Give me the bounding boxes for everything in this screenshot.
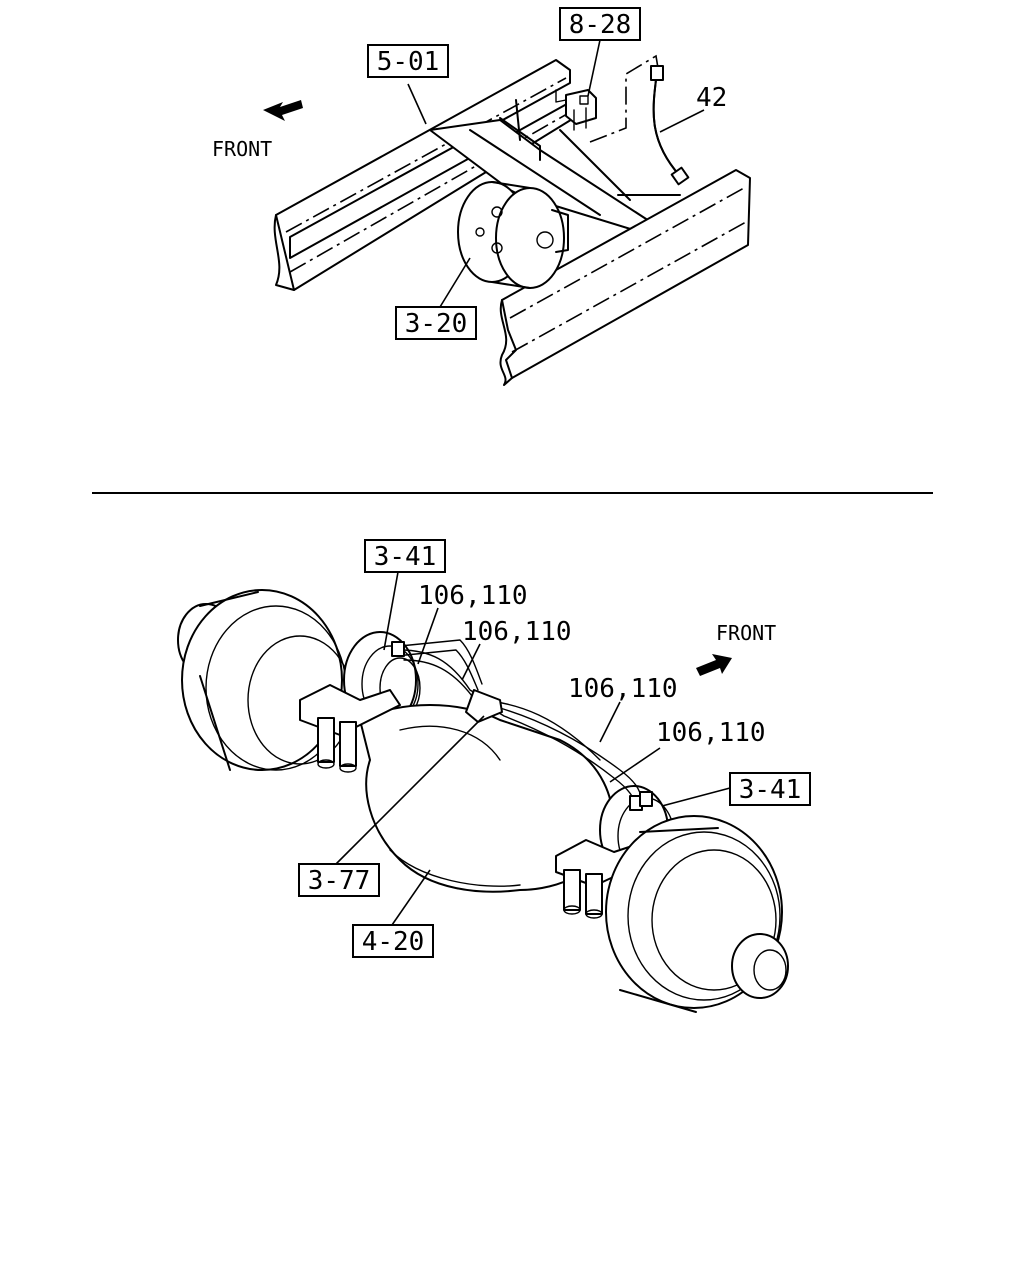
callout-pipe-2-text: 106,110 bbox=[462, 617, 572, 647]
callout-brake-left: 3-41 bbox=[364, 539, 446, 651]
callout-pipe-2: 106,110 bbox=[461, 617, 572, 681]
callout-frame: 5-01 bbox=[367, 44, 449, 125]
brake-pipes bbox=[391, 639, 653, 811]
bottom-view: FRONT bbox=[177, 539, 811, 1013]
relay-valve bbox=[555, 89, 597, 131]
callout-hose: 42 bbox=[659, 83, 727, 133]
callout-brake-right-text: 3-41 bbox=[739, 775, 802, 805]
callout-frame-text: 5-01 bbox=[377, 47, 440, 77]
front-label-top: FRONT bbox=[212, 137, 272, 161]
callout-chamber-text: 3-20 bbox=[405, 309, 468, 339]
callout-axle-housing-text: 4-20 bbox=[362, 927, 425, 957]
front-arrow-bottom-icon bbox=[696, 654, 732, 676]
callout-pipe-4: 106,110 bbox=[609, 718, 766, 783]
callout-bracket-text: 3-77 bbox=[308, 866, 371, 896]
top-view: FRONT bbox=[212, 7, 751, 386]
front-label-bottom: FRONT bbox=[716, 621, 776, 645]
hose-enclosure bbox=[589, 54, 659, 143]
left-spring-seat bbox=[299, 684, 401, 773]
brake-chamber bbox=[457, 181, 569, 289]
callout-brake-right: 3-41 bbox=[661, 772, 811, 807]
flexible-hose bbox=[650, 65, 690, 186]
callout-bracket: 3-77 bbox=[298, 715, 485, 897]
callout-valve: 8-28 bbox=[559, 7, 641, 97]
callout-pipe-1-text: 106,110 bbox=[418, 581, 528, 611]
right-frame-rail bbox=[499, 169, 751, 386]
callout-hose-text: 42 bbox=[696, 83, 727, 113]
callout-brake-left-text: 3-41 bbox=[374, 542, 437, 572]
front-arrow-top-icon bbox=[263, 100, 303, 121]
callout-chamber: 3-20 bbox=[395, 257, 477, 340]
callout-valve-text: 8-28 bbox=[569, 10, 632, 40]
callout-pipe-4-text: 106,110 bbox=[656, 718, 766, 748]
callout-axle-housing: 4-20 bbox=[352, 869, 434, 958]
callout-pipe-3-text: 106,110 bbox=[568, 674, 678, 704]
callout-pipe-1: 106,110 bbox=[417, 581, 528, 665]
callout-pipe-3: 106,110 bbox=[568, 674, 678, 743]
right-hub bbox=[605, 815, 789, 1013]
